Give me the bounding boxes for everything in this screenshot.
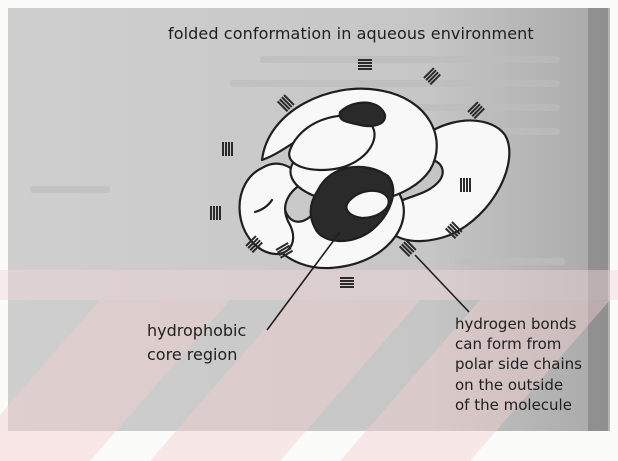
ghost-line xyxy=(230,80,560,87)
core-label-line: core region xyxy=(147,343,246,367)
hbond-label-line: on the outside xyxy=(455,375,582,395)
ghost-line xyxy=(260,56,560,63)
ghost-line xyxy=(30,186,110,193)
ghost-line xyxy=(455,258,565,265)
hbond-label-line: polar side chains xyxy=(455,354,582,374)
hydrogen-bonds-label: hydrogen bonds can form from polar side … xyxy=(455,314,582,415)
hbond-label-line: hydrogen bonds xyxy=(455,314,582,334)
core-region-label: hydrophobic core region xyxy=(147,319,246,367)
hbond-label-line: can form from xyxy=(455,334,582,354)
hbond-label-line: of the molecule xyxy=(455,395,582,415)
core-label-line: hydrophobic xyxy=(147,319,246,343)
diagram-title: folded conformation in aqueous environme… xyxy=(168,24,534,43)
core-dark-upper xyxy=(340,103,385,127)
scan-right-edge xyxy=(588,8,610,431)
